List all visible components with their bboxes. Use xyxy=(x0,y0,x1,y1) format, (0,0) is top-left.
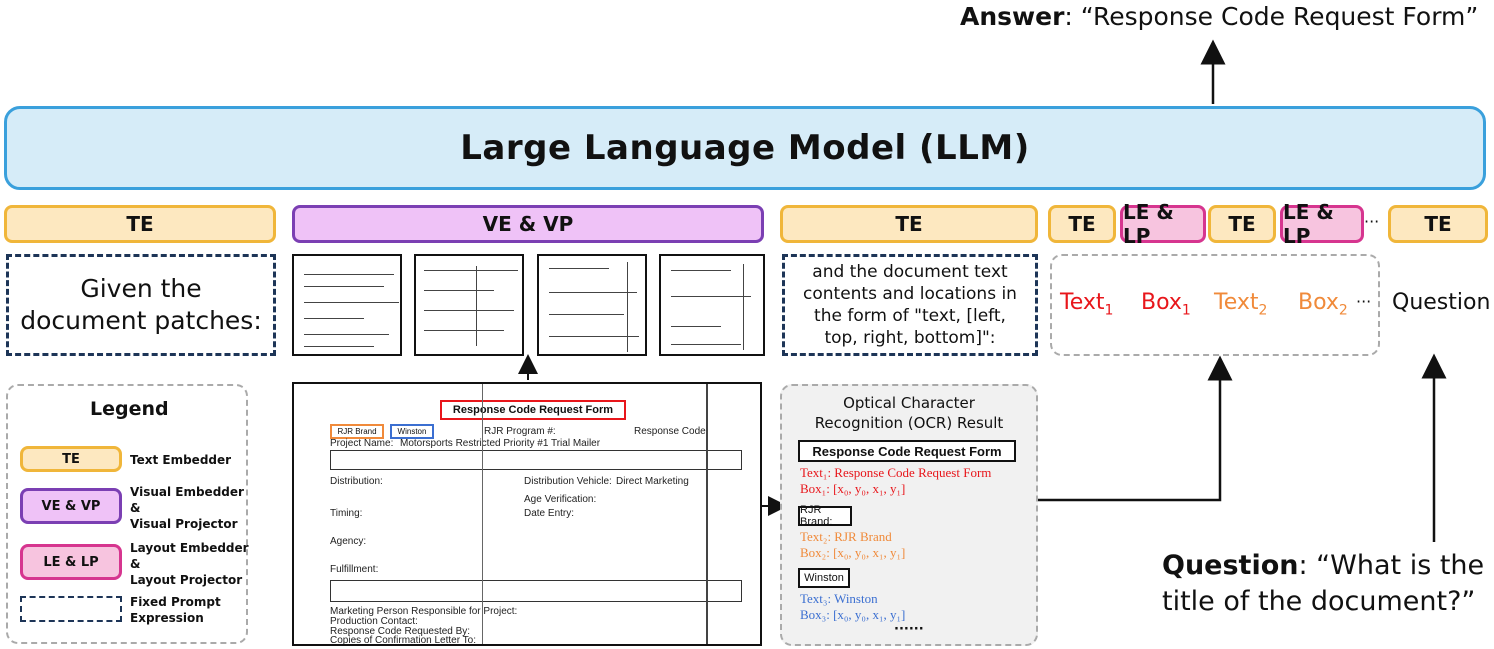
answer-value: : “Response Code Request Form” xyxy=(1064,2,1479,31)
vevp-block: VE & VP xyxy=(292,205,764,243)
ocr-box3: Box₃: [x₀, y₀, x₁, y₁] xyxy=(800,607,906,622)
arrow-ocr-to-tokens xyxy=(1038,355,1233,502)
doc-copies: Copies of Confirmation Letter To: xyxy=(330,635,477,646)
te-block-2: TE xyxy=(780,205,1038,243)
te-label: TE xyxy=(1228,212,1256,236)
prompt2-line1: and the document text xyxy=(812,262,1008,282)
token-ellipsis: ··· xyxy=(1356,292,1372,311)
legend-lelp-swatch: LE & LP xyxy=(20,544,122,580)
llm-label: Large Language Model (LLM) xyxy=(460,128,1030,168)
legend-vevp-desc: Visual Embedder & Visual Projector xyxy=(130,485,244,531)
answer-label: Answer xyxy=(960,2,1065,31)
doc-production-contact: Production Contact: xyxy=(330,616,418,627)
legend-te-swatch: TE xyxy=(20,446,122,472)
doc-fulfillment: Fulfillment: xyxy=(330,564,379,575)
ocr-more: ······ xyxy=(894,622,924,637)
token-question: Question xyxy=(1392,290,1491,315)
doc-winston-box: Winston xyxy=(390,424,434,439)
lelp-block-1: LE & LP xyxy=(1120,200,1206,248)
te-label: TE xyxy=(126,212,154,236)
question-line1: : “What is the xyxy=(1298,550,1485,581)
row-ellipsis: ··· xyxy=(1364,212,1380,231)
prompt-text-locations: and the document text contents and locat… xyxy=(782,254,1038,356)
prompt1-line1: Given the xyxy=(80,274,202,303)
doc-timing: Timing: xyxy=(330,508,363,519)
doc-program: RJR Program #: xyxy=(484,426,556,437)
document-patch-1 xyxy=(292,254,402,356)
doc-response-code: Response Code: xyxy=(634,426,709,437)
ocr-box1: Box₁: [x₀, y₀, x₁, y₁] xyxy=(800,481,906,496)
doc-response-requested: Response Code Requested By: xyxy=(330,626,471,637)
te-block-4: TE xyxy=(1208,205,1276,243)
legend-vevp-swatch: VE & VP xyxy=(20,488,122,524)
doc-date-entry: Date Entry: xyxy=(524,508,575,519)
te-label: TE xyxy=(1424,212,1452,236)
te-block-5: TE xyxy=(1388,205,1488,243)
doc-dist-vehicle: Distribution Vehicle: xyxy=(524,476,612,487)
prompt1-line2: document patches: xyxy=(20,306,262,335)
question-text: Question: “What is the title of the docu… xyxy=(1162,548,1484,620)
document-patch-2 xyxy=(414,254,524,356)
vevp-label: VE & VP xyxy=(482,212,574,236)
legend-box xyxy=(6,384,248,644)
llm-box: Large Language Model (LLM) xyxy=(4,106,1486,190)
lelp-label: LE & LP xyxy=(1123,200,1174,248)
doc-age-verification: Age Verification: xyxy=(524,494,597,505)
token-sequence-box xyxy=(1050,254,1380,356)
ocr-title-1: Optical Character xyxy=(843,394,975,412)
prompt-given-patches: Given the document patches: xyxy=(6,254,276,356)
token-text1: Text1 xyxy=(1060,290,1114,319)
doc-rjr-brand-box: RJR Brand xyxy=(330,424,384,439)
doc-marketing-person: Marketing Person Responsible for Project… xyxy=(330,606,518,617)
doc-direct-marketing: Direct Marketing xyxy=(616,476,689,487)
prompt2-line2: contents and locations in xyxy=(803,284,1017,304)
ocr-crop-title: Response Code Request Form xyxy=(798,440,1016,462)
question-line2: title of the document?” xyxy=(1162,586,1476,617)
legend-te-desc: Text Embedder xyxy=(130,453,232,467)
legend-prompt-desc: Fixed Prompt Expression xyxy=(130,595,221,625)
ocr-text2: Text₂: RJR Brand xyxy=(800,529,892,544)
te-block-1: TE xyxy=(4,205,276,243)
document-image: Response Code Request Form RJR Brand Win… xyxy=(292,382,762,646)
document-patch-3 xyxy=(537,254,647,356)
token-box2: Box2 xyxy=(1298,290,1348,319)
ocr-crop-winston: Winston xyxy=(798,568,850,588)
ocr-title-2: Recognition (OCR) Result xyxy=(814,414,1004,432)
answer-text: Answer: “Response Code Request Form” xyxy=(960,2,1478,31)
ocr-text1: Text₁: Response Code Request Form xyxy=(800,465,992,480)
token-text2: Text2 xyxy=(1214,290,1268,319)
ocr-box2: Box₂: [x₀, y₀, x₁, y₁] xyxy=(800,545,906,560)
question-label: Question xyxy=(1162,550,1299,581)
te-block-3: TE xyxy=(1048,205,1116,243)
doc-project-name: Project Name: xyxy=(330,438,394,449)
doc-distribution: Distribution: xyxy=(330,476,383,487)
ocr-text3: Text₃: Winston xyxy=(800,591,878,606)
te-label: TE xyxy=(1068,212,1096,236)
doc-agency: Agency: xyxy=(330,536,367,547)
prompt2-line4: top, right, bottom]": xyxy=(824,328,996,348)
legend-lelp-desc: Layout Embedder & Layout Projector xyxy=(130,541,249,587)
lelp-block-2: LE & LP xyxy=(1280,200,1364,248)
prompt2-line3: the form of "text, [left, xyxy=(814,306,1006,326)
token-box1: Box1 xyxy=(1141,290,1191,319)
lelp-label: LE & LP xyxy=(1283,200,1334,248)
doc-project-val: Motorsports Restricted Priority #1 Trial… xyxy=(400,438,601,449)
doc-title-box: Response Code Request Form xyxy=(440,400,626,420)
legend-prompt-swatch xyxy=(20,596,122,622)
ocr-crop-rjr: RJR Brand: xyxy=(798,504,852,528)
document-patch-4 xyxy=(659,254,765,356)
legend-title: Legend xyxy=(90,398,169,420)
te-label: TE xyxy=(895,212,923,236)
